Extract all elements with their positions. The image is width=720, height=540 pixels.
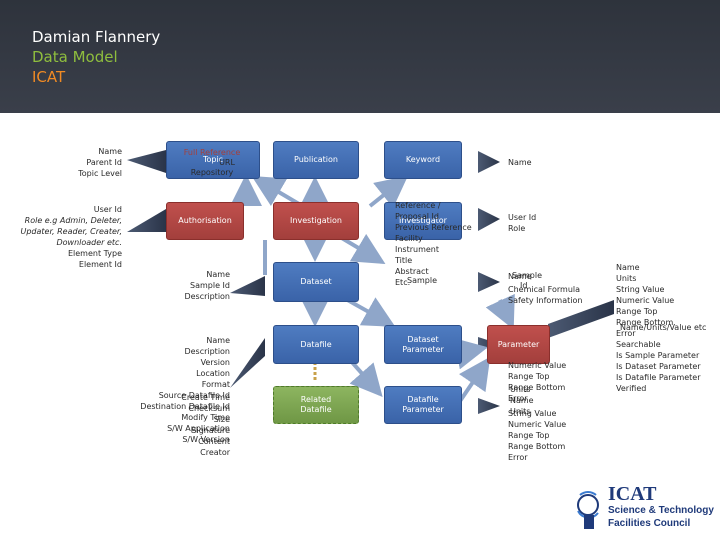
investigator-attributes: User Id Role	[508, 213, 537, 233]
presentation-tagline: ICAT	[32, 68, 66, 86]
investigation-attributes: Reference / Proposal Id Previous Referen…	[395, 201, 472, 287]
investigation-entity[interactable]: Investigation	[273, 202, 359, 240]
investigator-attrs-wedge	[478, 208, 500, 231]
parameter-entity[interactable]: Parameter	[487, 325, 550, 364]
topic-overlap-labels: Full Reference URL Repository	[183, 148, 241, 177]
datafile-param-wedge	[478, 398, 500, 414]
topic-entity[interactable]: Topic	[166, 141, 260, 179]
sample-entity[interactable]: Sample	[407, 276, 437, 285]
user-role-attributes: User Id Role e.g Admin, Deleter, Updater…	[20, 205, 123, 269]
stfc-logo-mark	[577, 491, 599, 529]
datafile-attributes: Name Description Version Location Format…	[140, 336, 230, 444]
keyword-entity[interactable]: Keyword	[384, 141, 462, 179]
parameter-attributes: Name Units String Value Numeric Value Ra…	[616, 263, 701, 393]
datafile-attributes-overlap: Create Time Checksum Size Signature Cont…	[181, 393, 230, 457]
sample-attrs-wedge	[478, 272, 500, 292]
authorisation-attrs-wedge	[127, 209, 166, 232]
sample-attributes-right: Name Chemical Formula Safety Information	[508, 272, 583, 305]
dataset-entity[interactable]: Dataset	[273, 262, 359, 302]
keyword-attributes: Name	[508, 158, 532, 167]
parameter-attrs-wedge	[548, 300, 614, 338]
sample-attributes-left: Name Sample Id Description	[184, 270, 230, 301]
publication-entity[interactable]: Publication	[273, 141, 359, 179]
logo-line-1: Science & Technology	[608, 505, 714, 516]
investigator-entity[interactable]: Investigator	[384, 202, 462, 240]
dataset-attrs-wedge	[230, 276, 265, 296]
topic-attrs-wedge	[127, 150, 166, 173]
parameter-overlap-value: Name/Units/Value etc	[620, 323, 707, 332]
presenter-name: Damian Flannery	[32, 28, 161, 46]
dataset-parameter-attributes: Numeric Value Range Top Range Bottom Err…	[508, 361, 567, 403]
datafile-parameter-attributes: String Value Numeric Value Range Top Ran…	[508, 409, 567, 462]
keyword-attrs-wedge	[478, 151, 500, 173]
stfc-logo: ICAT Science & Technology Facilities Cou…	[574, 481, 720, 540]
presentation-subtitle: Data Model	[32, 48, 118, 66]
sample-overlap-labels: Sample Id	[512, 271, 542, 290]
header-panel: Damian Flannery Data Model ICAT	[0, 0, 720, 113]
parameter-overlap-labels: Units Name Units	[510, 385, 534, 416]
authorisation-entity[interactable]: Authorisation	[166, 202, 244, 240]
datafile-attrs-wedge	[230, 338, 265, 388]
logo-line-2: Facilities Council	[608, 518, 691, 529]
topic-attributes: Name Parent Id Topic Level	[78, 147, 122, 178]
datafile-entity[interactable]: Datafile	[273, 325, 359, 364]
icat-logo-text: ICAT	[608, 483, 657, 505]
